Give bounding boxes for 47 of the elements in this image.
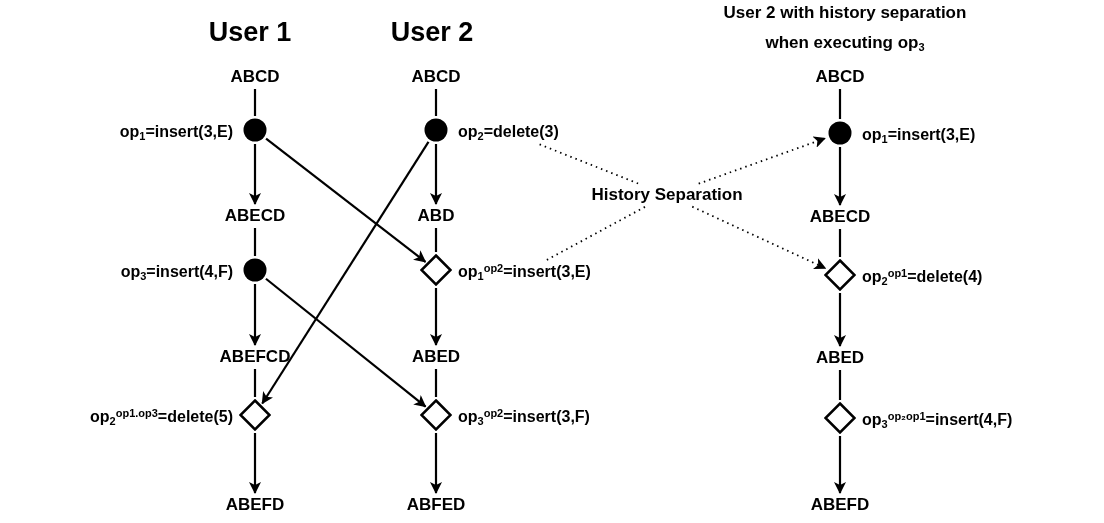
column-heading: User 2 with history separation when executing op$_{3}$ <box>722 2 968 55</box>
arrow <box>430 144 442 205</box>
connector-line <box>838 229 842 257</box>
operation-label: op$_{3}$=insert(4,F) <box>120 262 233 282</box>
document-state: ABFED <box>406 495 466 515</box>
document-state: ABED <box>815 348 865 368</box>
document-state: ABCD <box>230 67 280 87</box>
arrow <box>430 288 442 346</box>
dotted-arrow <box>691 205 827 270</box>
arrow <box>834 147 846 206</box>
operation-label: op$_{1}$=insert(3,E) <box>862 125 976 145</box>
arrow <box>265 137 427 263</box>
operation-label: op$_{2}$$^{op1.op3}$=delete(5) <box>90 407 233 427</box>
operation-label: op$_{1}$$^{op2}$=insert(3,E) <box>458 262 591 282</box>
column-heading: User 2 <box>390 15 474 49</box>
arrow <box>265 277 427 408</box>
connector-line <box>253 228 257 256</box>
arrow <box>834 436 846 494</box>
column-heading: User 1 <box>208 15 292 49</box>
document-state: ABEFCD <box>219 347 291 367</box>
document-state: ABECD <box>224 206 286 226</box>
arrow <box>249 144 261 205</box>
connector-line <box>253 89 257 116</box>
connector-line <box>434 89 438 116</box>
annotation-text: History Separation <box>591 185 743 205</box>
arrow <box>834 293 846 347</box>
arrow <box>249 284 261 346</box>
connector-line <box>434 369 438 397</box>
operation-label: op$_{3}$$^{op2}$=insert(3,F) <box>458 407 590 427</box>
document-state: ABED <box>411 347 461 367</box>
arrow <box>249 433 261 494</box>
document-state: ABCD <box>411 67 461 87</box>
operation-label: op$_{2}$=delete(3) <box>458 122 559 142</box>
connector-line <box>838 370 842 400</box>
document-state: ABEFD <box>810 495 870 515</box>
operation-label: op$_{1}$=insert(3,E) <box>119 122 233 142</box>
arrow <box>261 141 430 405</box>
dotted-arrow <box>697 136 826 185</box>
document-state: ABECD <box>809 207 871 227</box>
connector-line <box>838 89 842 119</box>
connector-line <box>434 228 438 252</box>
document-state: ABEFD <box>225 495 285 515</box>
arrow <box>430 433 442 494</box>
document-state: ABCD <box>815 67 865 87</box>
operation-label: op$_{2}$$^{op1}$=delete(4) <box>862 267 983 287</box>
document-state: ABD <box>417 206 455 226</box>
connector-line <box>253 369 257 397</box>
